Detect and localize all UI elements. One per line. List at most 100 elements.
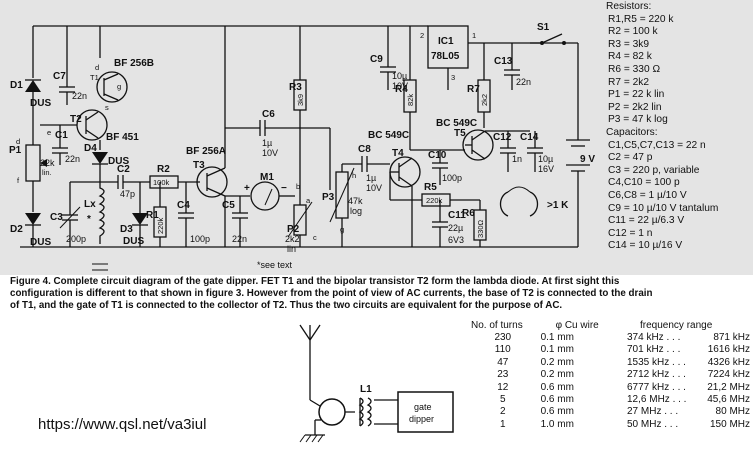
d2-label: D2 [10, 224, 23, 235]
r5-label: R5 [424, 182, 437, 193]
figure-caption: Figure 4. Complete circuit diagram of th… [10, 276, 750, 313]
turns-cell: 23 [497, 369, 509, 381]
c4-value: 100p [190, 234, 210, 244]
gate-dipper-label-2: dipper [409, 414, 434, 424]
c4-label: C4 [177, 200, 190, 211]
r5-value: 220k [426, 196, 443, 205]
turns-cell: 110 [494, 344, 511, 356]
header-turns: No. of turns [471, 319, 523, 331]
c11-label: C11 [448, 210, 466, 221]
r1-label: R1 [146, 210, 159, 221]
turns-cell: 230 [494, 332, 512, 344]
c14-value: 10µ [538, 154, 553, 164]
freq-to-cell: 45,6 MHz [707, 394, 750, 406]
c12-label: C12 [493, 132, 512, 143]
m1-minus: − [281, 183, 287, 194]
c11-value: 22µ [448, 223, 463, 233]
header-frequency: frequency range [640, 319, 713, 331]
c13-label: C13 [494, 56, 513, 67]
freq-from-cell: 1535 kHz . . . [627, 356, 686, 368]
c11-voltage: 6V3 [448, 235, 464, 245]
ic1-label: IC1 [438, 36, 454, 47]
capacitor-item: C6,C8 = 1 µ/10 V [608, 189, 687, 201]
caption-line: Figure 4. Complete circuit diagram of th… [10, 276, 620, 287]
resistor-item: R4 = 82 k [608, 51, 652, 63]
r7-value: 2k2 [480, 94, 489, 106]
capacitor-item: C14 = 10 µ/16 V [608, 240, 683, 252]
meter-m1 [250, 181, 280, 211]
lx-star: * [87, 214, 91, 225]
p1-value: 22k [40, 158, 55, 168]
diode-d3 [132, 213, 148, 225]
wire-cell: 0.1 mm [540, 332, 574, 344]
freq-from-cell: 701 kHz . . . [627, 344, 681, 356]
bc549c-b-label: BC 549C [436, 118, 477, 129]
dus2-label: DUS [30, 237, 51, 248]
freq-to-cell: 21,2 MHz [707, 381, 750, 393]
p2-lin: lin [287, 244, 296, 254]
battery-label: 9 V [580, 154, 595, 165]
turns-cell: 47 [497, 356, 509, 368]
gate-dipper-label-1: gate [414, 402, 432, 412]
resistor-item: P2 = 2k2 lin [608, 101, 662, 113]
c10-value: 100p [442, 173, 462, 183]
m1-label: M1 [260, 172, 274, 183]
c6-value: 1µ [262, 138, 272, 148]
r7-label: R7 [467, 84, 480, 95]
wire-cell: 0.1 mm [540, 344, 574, 356]
t1-d-pin: d [95, 63, 99, 72]
freq-to-cell: 1616 kHz [707, 344, 750, 356]
freq-from-cell: 6777 kHz . . . [627, 381, 686, 393]
diode-d4 [92, 152, 108, 164]
ic1-pin1: 1 [472, 31, 476, 40]
freq-to-cell: 871 kHz [713, 332, 750, 344]
diode-d1 [25, 80, 41, 92]
r1-value: 220k [156, 217, 165, 234]
d4-label: D4 [84, 143, 97, 154]
ic1-pin3: 3 [451, 73, 455, 82]
source-url: https://www.qsl.net/va3iul [38, 416, 207, 433]
bc549c-a-label: BC 549C [368, 130, 409, 141]
c9-value: 10µ [392, 71, 407, 81]
circuit-schematic: D1 DUS P1 22k lin. d f e D2 DUS C7 22n B… [0, 0, 753, 275]
freq-from-cell: 27 MHz . . . [627, 406, 679, 418]
capacitor-item: C3 = 220 p, variable [608, 164, 700, 176]
resistor-item: R1,R5 = 220 k [608, 13, 674, 25]
capacitor-item: C9 = 10 µ/10 V tantalum [608, 202, 719, 214]
freq-to-cell: 7224 kHz [707, 369, 750, 381]
coil-lx [98, 182, 105, 244]
dus3-label: DUS [123, 236, 144, 247]
t1-s-pin: s [105, 103, 109, 112]
t5-label: T5 [454, 128, 466, 139]
freq-to-cell: 80 MHz [715, 406, 750, 418]
c10-label: C10 [428, 150, 447, 161]
capacitors-header: Capacitors: [606, 126, 658, 138]
t2-label: T2 [70, 114, 82, 125]
capacitor-item: C1,C5,C7,C13 = 22 n [608, 139, 706, 151]
header-wire: φ Cu wire [555, 319, 599, 331]
c8-value: 1µ [366, 173, 376, 183]
regulator-ic1 [427, 25, 469, 69]
d3-label: D3 [120, 224, 133, 235]
resistor-item: P1 = 22 k lin [608, 89, 665, 101]
pin-h-label: h [352, 171, 356, 180]
resistor-item: R7 = 2k2 [608, 76, 650, 88]
resistor-item: R6 = 330 Ω [608, 63, 661, 75]
dus4-label: DUS [108, 156, 129, 167]
r4-label: R4 [395, 84, 408, 95]
r3-value: 3k9 [296, 94, 305, 106]
table-row: 230 0.1 mm 374 kHz . . . 871 kHz [468, 331, 753, 343]
c5-value: 22n [232, 234, 247, 244]
resistor-item: R3 = 3k9 [608, 38, 650, 50]
coil-l1 [358, 397, 364, 427]
c3-label: C3 [50, 212, 63, 223]
c14-label: C14 [520, 132, 539, 143]
c8-voltage: 10V [366, 183, 382, 193]
c12-value: 1n [512, 154, 522, 164]
table-row: 23 0.2 mm 2712 kHz . . . 7224 kHz [468, 369, 753, 381]
headphone-icon [499, 191, 509, 217]
ic1-pin2: 2 [420, 31, 424, 40]
c1-label: C1 [55, 130, 68, 141]
bjt-t5 [462, 129, 494, 161]
bf256b-label: BF 256B [114, 58, 154, 69]
